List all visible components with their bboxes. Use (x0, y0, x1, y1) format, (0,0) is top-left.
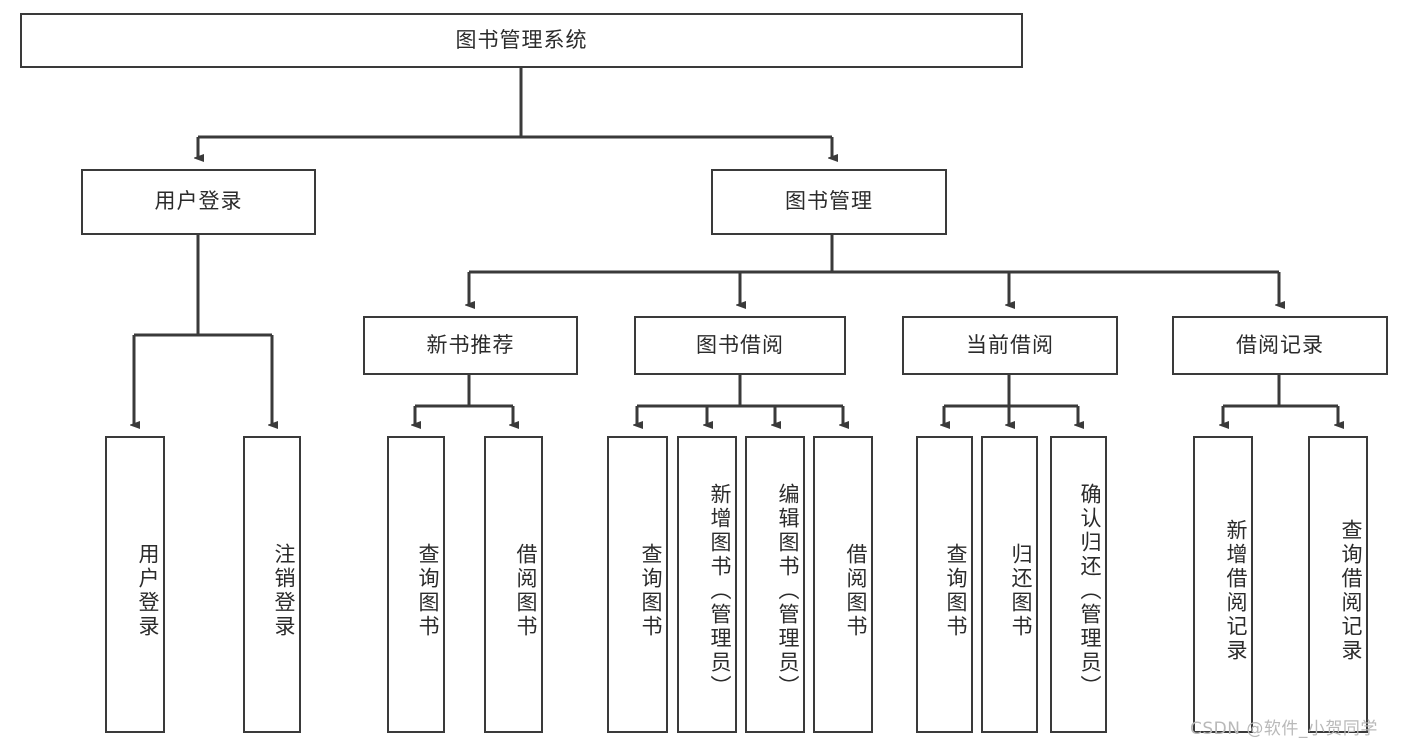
leaf-label: 查询图书 (639, 542, 663, 639)
leaf-label: 查询借阅记录 (1339, 518, 1363, 663)
leaf-query-borrow-record[interactable]: 查询借阅记录 (1308, 436, 1368, 733)
node-new-book-recommend-label: 新书推荐 (426, 332, 515, 357)
node-borrow-record[interactable]: 借阅记录 (1172, 316, 1388, 375)
leaf-return-book[interactable]: 归还图书 (981, 436, 1038, 733)
leaf-label: 借阅图书 (514, 542, 538, 639)
leaf-borrow-book-recommend[interactable]: 借阅图书 (484, 436, 543, 733)
leaf-query-book-current[interactable]: 查询图书 (916, 436, 973, 733)
leaf-label: 查询图书 (416, 542, 440, 639)
node-new-book-recommend[interactable]: 新书推荐 (363, 316, 578, 375)
leaf-add-borrow-record[interactable]: 新增借阅记录 (1193, 436, 1253, 733)
node-book-borrow[interactable]: 图书借阅 (634, 316, 846, 375)
csdn-watermark: CSDN @软件_小贺同学 (1190, 719, 1378, 739)
leaf-label: 新增图书（管理员） (708, 482, 732, 699)
leaf-query-book-recommend[interactable]: 查询图书 (387, 436, 445, 733)
leaf-confirm-return-admin[interactable]: 确认归还（管理员） (1050, 436, 1107, 733)
leaf-label: 确认归还（管理员） (1078, 482, 1102, 699)
leaf-label: 新增借阅记录 (1224, 518, 1248, 663)
node-user-login[interactable]: 用户登录 (81, 169, 316, 235)
leaf-user-login[interactable]: 用户登录 (105, 436, 165, 733)
node-book-borrow-label: 图书借阅 (696, 332, 784, 357)
node-root-label: 图书管理系统 (455, 27, 588, 52)
node-root[interactable]: 图书管理系统 (20, 13, 1023, 68)
leaf-logout[interactable]: 注销登录 (243, 436, 301, 733)
leaf-borrow-book[interactable]: 借阅图书 (813, 436, 873, 733)
leaf-label: 借阅图书 (844, 542, 868, 639)
leaf-label: 查询图书 (944, 542, 968, 639)
node-current-borrow-label: 当前借阅 (966, 332, 1054, 357)
leaf-label: 编辑图书（管理员） (776, 482, 800, 699)
node-book-management-label: 图书管理 (785, 189, 873, 214)
leaf-label: 用户登录 (136, 542, 160, 639)
leaf-add-book-admin[interactable]: 新增图书（管理员） (677, 436, 737, 733)
leaf-label: 注销登录 (272, 542, 296, 639)
leaf-edit-book-admin[interactable]: 编辑图书（管理员） (745, 436, 805, 733)
node-book-management[interactable]: 图书管理 (711, 169, 947, 235)
node-user-login-label: 用户登录 (154, 189, 243, 214)
node-current-borrow[interactable]: 当前借阅 (902, 316, 1118, 375)
leaf-query-book-borrow[interactable]: 查询图书 (607, 436, 668, 733)
leaf-label: 归还图书 (1009, 542, 1033, 639)
node-borrow-record-label: 借阅记录 (1236, 332, 1324, 357)
